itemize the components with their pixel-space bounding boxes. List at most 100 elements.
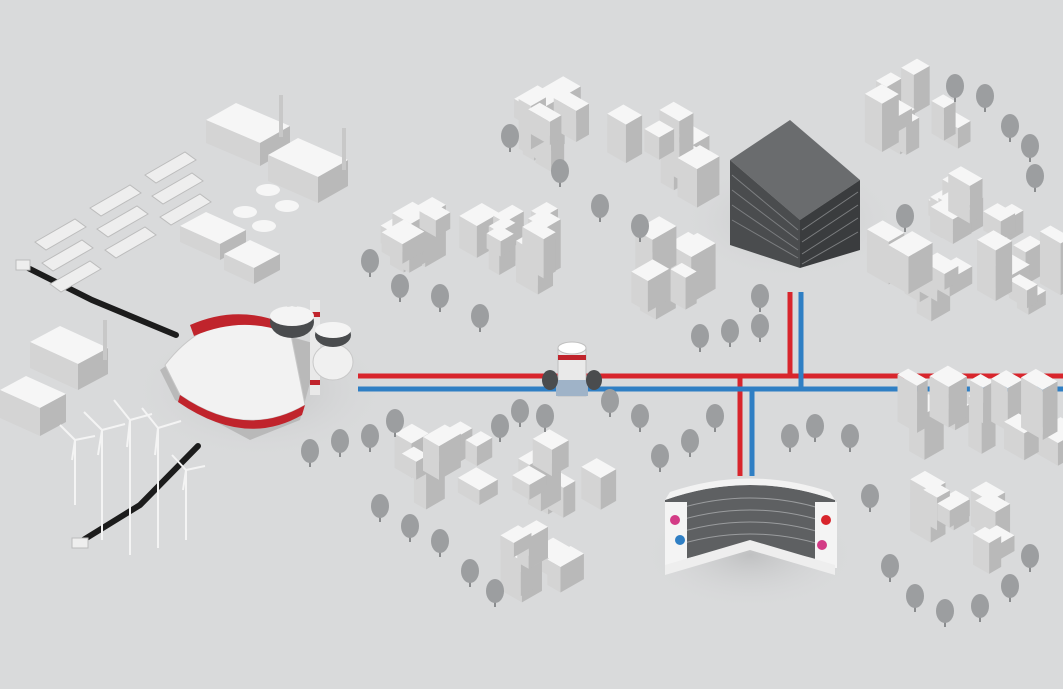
residential-block-icon <box>631 259 670 313</box>
residential-block-icon <box>512 465 547 500</box>
residential-block-icon <box>381 219 425 264</box>
residential-block-icon <box>607 104 643 164</box>
industrial-area <box>0 95 348 436</box>
residential-block-icon <box>937 492 970 528</box>
tree-icon <box>431 529 449 557</box>
tree-icon <box>486 579 504 607</box>
residential-block-icon <box>977 230 1013 301</box>
residential-block-icon <box>1008 274 1038 309</box>
residential-block-icon <box>972 526 1002 574</box>
tree-icon <box>431 284 449 312</box>
residential-block-icon <box>948 166 983 224</box>
factory-icon <box>30 320 108 390</box>
tree-icon <box>906 584 924 612</box>
storage-tank-icon <box>233 184 299 232</box>
tree-icon <box>386 409 404 437</box>
tree-icon <box>461 559 479 587</box>
tree-icon <box>601 389 619 417</box>
wind-park <box>59 399 206 555</box>
heat-storage-icon <box>542 341 602 397</box>
solar-panel-icon <box>41 239 94 272</box>
solar-panel-icon <box>159 193 212 226</box>
residential-block-icon <box>901 58 930 115</box>
residential-blocks <box>380 58 1063 603</box>
residential-block-icon <box>581 458 617 510</box>
tree-icon <box>1021 134 1039 162</box>
tree-icon <box>751 284 769 312</box>
tree-icon <box>691 324 709 352</box>
tree-icon <box>896 204 914 232</box>
residential-block-icon <box>486 225 514 257</box>
wind-turbine-icon <box>141 407 182 548</box>
tree-icon <box>401 514 419 542</box>
solar-field <box>15 151 212 293</box>
residential-block-icon <box>969 374 994 424</box>
tree-icon <box>631 214 649 242</box>
wind-turbine-icon <box>59 424 96 505</box>
residential-block-icon <box>673 232 716 303</box>
factory-icon <box>224 240 280 284</box>
tree-icon <box>651 444 669 472</box>
tree-icon <box>491 414 509 442</box>
tree-icon <box>631 404 649 432</box>
solar-panel-icon <box>34 218 87 251</box>
factory-icon <box>268 128 348 203</box>
tree-icon <box>781 424 799 452</box>
residential-block-icon <box>888 231 933 295</box>
tree-icon <box>1021 544 1039 572</box>
residential-block-icon <box>457 467 498 505</box>
tree-icon <box>751 314 769 342</box>
tree-icon <box>501 124 519 152</box>
tree-icon <box>391 274 409 302</box>
wind-feed-cable <box>77 443 201 545</box>
residential-block-icon <box>532 429 569 477</box>
tree-icon <box>536 404 554 432</box>
tree-icon <box>721 319 739 347</box>
residential-block-icon <box>500 525 532 558</box>
solar-panel-icon <box>104 226 157 259</box>
solar-panel-icon <box>89 184 142 217</box>
wind-turbine-icon <box>171 454 206 540</box>
residential-block-icon <box>1021 368 1058 440</box>
tree-icon <box>551 159 569 187</box>
residential-block-icon <box>931 94 956 141</box>
solar-panel-icon <box>144 151 197 184</box>
residential-block-icon <box>929 365 967 428</box>
residential-block-icon <box>465 431 493 467</box>
tree-icon <box>361 249 379 277</box>
residential-block-icon <box>419 202 451 238</box>
tree-icon <box>1026 164 1044 192</box>
residential-block-icon <box>670 262 697 310</box>
tree-icon <box>471 304 489 332</box>
tree-icon <box>1001 574 1019 602</box>
trees <box>301 74 1044 627</box>
tree-icon <box>946 74 964 102</box>
tree-icon <box>861 484 879 512</box>
tree-icon <box>371 494 389 522</box>
tree-icon <box>591 194 609 222</box>
wind-turbine-icon <box>83 411 126 540</box>
residential-block-icon <box>644 120 675 160</box>
tree-icon <box>1001 114 1019 142</box>
tree-icon <box>841 424 859 452</box>
office-building-icon <box>665 478 837 575</box>
residential-block-icon <box>423 424 461 480</box>
feed-cables <box>25 265 201 545</box>
residential-block-icon <box>897 368 928 433</box>
tree-icon <box>331 429 349 457</box>
residential-block-icon <box>522 219 556 279</box>
solar-panel-icon <box>151 172 204 205</box>
residential-block-icon <box>931 258 959 290</box>
residential-block-icon <box>677 145 720 208</box>
chp-plant-icon <box>160 300 354 440</box>
factory-icon <box>206 95 290 166</box>
tree-icon <box>681 429 699 457</box>
tree-icon <box>971 594 989 622</box>
residential-block-icon <box>1039 225 1063 296</box>
solar-panel-icon <box>49 260 102 293</box>
factory-icon <box>180 212 246 260</box>
tree-icon <box>511 399 529 427</box>
tree-icon <box>881 554 899 582</box>
tree-icon <box>706 404 724 432</box>
